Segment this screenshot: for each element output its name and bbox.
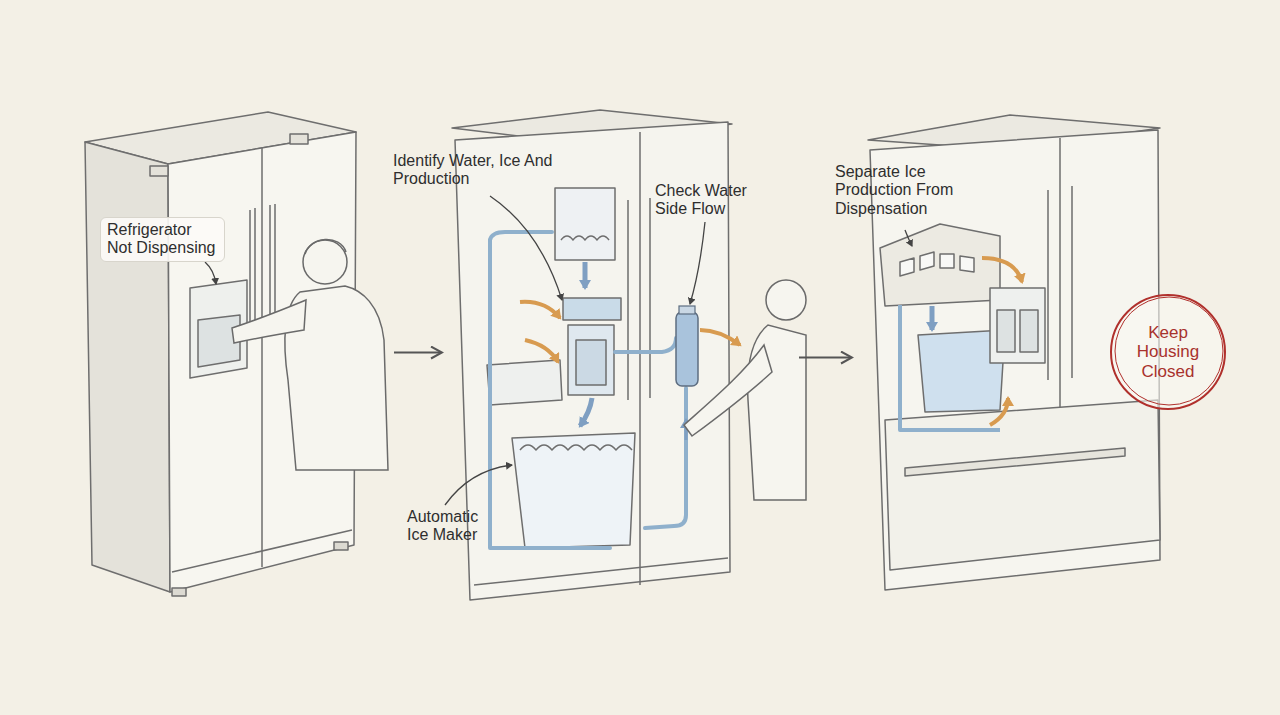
foot	[334, 542, 348, 550]
tube	[490, 232, 552, 240]
fridge-panel: Refrigerator Not Dispensing	[85, 110, 380, 595]
kick-plate	[172, 530, 352, 572]
step-arrow	[799, 357, 851, 359]
door-handle	[1048, 186, 1072, 380]
hinge	[290, 134, 308, 144]
water-tubing	[490, 232, 686, 548]
foot	[172, 588, 186, 596]
callout-label: Refrigerator Not Dispensing	[100, 217, 225, 262]
leader-line	[490, 196, 562, 300]
tube	[490, 240, 610, 548]
dispenser-recess	[576, 340, 606, 385]
step-arrow	[394, 352, 441, 354]
person-head	[766, 280, 806, 320]
leader-line	[690, 222, 705, 304]
leader-line	[205, 262, 216, 284]
warning-text: Keep Housing Closed	[1123, 323, 1213, 382]
leader-line	[445, 465, 512, 505]
door-bin	[487, 360, 562, 405]
ice-cubes	[900, 252, 974, 276]
door-handle	[270, 204, 275, 330]
tube	[615, 338, 676, 352]
ice-bucket	[512, 433, 635, 548]
ice-maker-housing	[880, 224, 1000, 306]
hinge	[150, 166, 168, 176]
dispenser-recess	[1020, 310, 1038, 352]
door-split	[261, 148, 263, 567]
water-tubing	[900, 305, 1000, 430]
door-handle	[250, 208, 255, 335]
water-filter	[676, 312, 698, 386]
person-head	[303, 240, 347, 284]
dispenser	[990, 288, 1045, 363]
filter-cap	[679, 306, 695, 314]
person-hair	[305, 239, 346, 254]
callout-label: Check Water Side Flow	[655, 182, 780, 219]
ice-cubes	[561, 236, 609, 240]
flow-arrow	[982, 258, 1022, 282]
person-sketch	[232, 239, 388, 470]
ice-cubes	[520, 445, 632, 450]
callout-label: Automatic Ice Maker	[407, 508, 503, 545]
door-split	[639, 132, 641, 585]
freezer-drawer	[885, 400, 1160, 570]
circle-shape	[1115, 297, 1223, 405]
dispenser	[568, 325, 614, 395]
person-sketch	[684, 280, 806, 500]
door-split	[1059, 138, 1061, 410]
flow-arrow	[583, 262, 588, 288]
person-arm	[232, 300, 306, 343]
callout-label: Separate Ice Production From Dispensatio…	[835, 163, 1005, 218]
door-handle	[628, 198, 650, 400]
person-arm	[684, 345, 772, 436]
dispenser-recess	[997, 310, 1015, 352]
flow-arrow	[580, 398, 592, 426]
fridge-panel: Identify Water, Ice And ProductionCheck …	[455, 110, 785, 605]
flow-arrow	[700, 330, 740, 345]
fridge-side	[85, 142, 170, 592]
kick-plate	[474, 558, 728, 585]
flow-arrow	[525, 340, 558, 362]
warning-circle: Keep Housing Closed	[1108, 292, 1228, 412]
leader-line	[905, 230, 912, 246]
ice-maker	[555, 188, 615, 260]
flow-arrow	[990, 398, 1008, 425]
callout-label: Identify Water, Ice And Production	[393, 152, 561, 189]
tube	[645, 388, 686, 528]
circle-shape	[1111, 295, 1225, 409]
flow-arrow	[930, 306, 935, 330]
person-body	[748, 325, 806, 500]
control-strip	[563, 298, 621, 320]
drawer-handle	[905, 448, 1125, 476]
flow-arrow	[520, 302, 560, 318]
